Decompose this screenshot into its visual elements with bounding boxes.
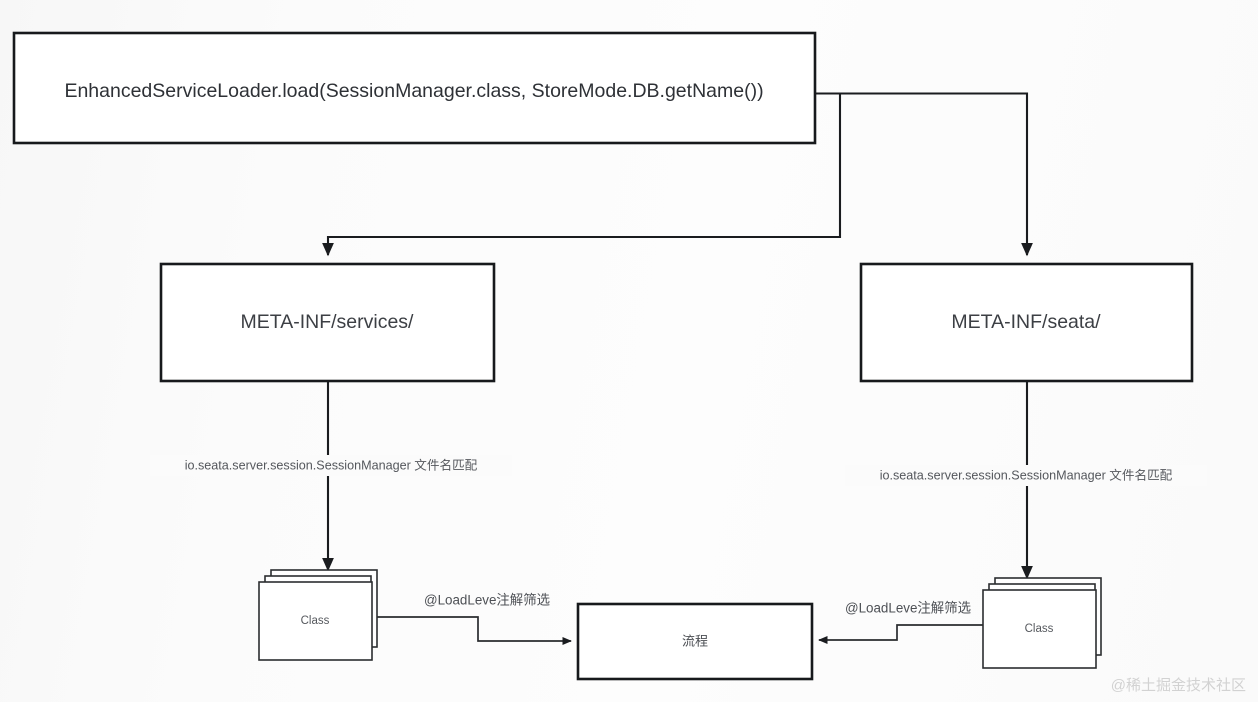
node-label-meta-inf-services: META-INF/services/ [241,311,415,333]
edge-seata-to-class-right: io.seata.server.session.SessionManager 文… [845,381,1207,580]
node-entry-call[interactable]: EnhancedServiceLoader.load(SessionManage… [12,31,817,145]
watermark-label: @稀土掘金技术社区 [1111,677,1246,694]
edge-services-to-class-left: io.seata.server.session.SessionManager 文… [150,381,512,572]
edge-label-loadlevel-left: @LoadLeve注解筛选 [424,593,550,608]
node-label-class-right: Class [1025,623,1054,635]
node-label-entry-call: EnhancedServiceLoader.load(SessionManage… [64,80,763,102]
node-process[interactable]: 流程 [576,602,814,681]
edge-label-seata-filename: io.seata.server.session.SessionManager 文… [880,467,1173,482]
edge-label-services-filename: io.seata.server.session.SessionManager 文… [185,457,478,472]
edge-class-right-to-process: @LoadLeve注解筛选 [818,601,983,644]
node-meta-inf-services[interactable]: META-INF/services/ [159,262,496,383]
edge-label-loadlevel-right: @LoadLeve注解筛选 [845,601,971,616]
edge-entry-to-services [322,92,842,257]
node-class-stack-right[interactable]: Class [982,577,1102,669]
node-class-stack-left[interactable]: Class [258,569,378,661]
edge-class-left-to-process: @LoadLeve注解筛选 [372,593,572,645]
node-label-meta-inf-seata: META-INF/seata/ [951,311,1101,333]
node-meta-inf-seata[interactable]: META-INF/seata/ [859,262,1194,383]
node-label-process: 流程 [682,633,708,648]
node-label-class-left: Class [301,615,330,627]
edge-entry-to-seata [840,92,1033,257]
